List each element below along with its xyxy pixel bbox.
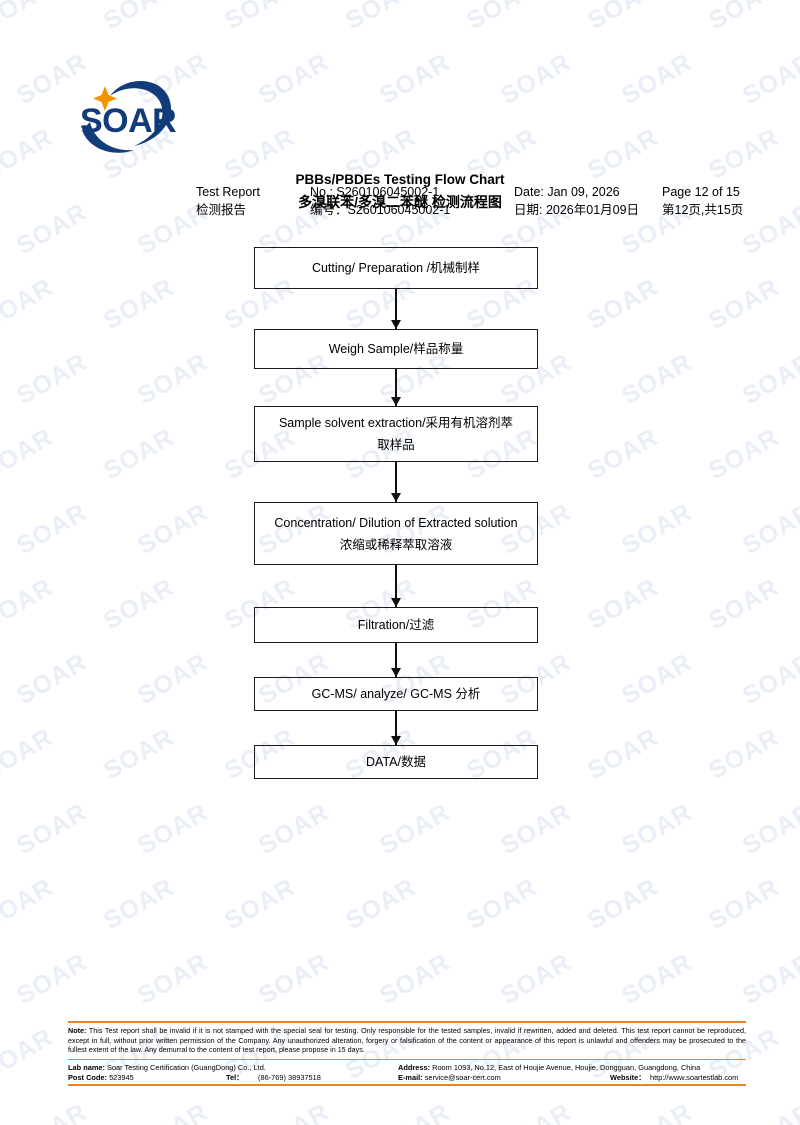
footer-mid-rule [68,1058,746,1060]
test-report-en: Test Report [196,185,260,199]
footer-contact-left: Lab name: Soar Testing Certification (Gu… [68,1063,398,1083]
email-key: E-mail: [398,1072,423,1082]
flow-arrow [254,711,538,745]
page-zh: 第12页,共15页 [662,203,744,217]
flow-arrow-head-icon [391,493,401,502]
post-code-row: Post Code: 523945 Tel： (86-769) 38937518 [68,1073,398,1083]
page-en: Page 12 of 15 [662,185,740,199]
flow-arrow-head-icon [391,320,401,329]
flow-arrow [254,565,538,607]
flow-step-line: Filtration/过滤 [357,618,435,632]
footer-note-label: Note: [68,1026,87,1035]
flow-step-label: Sample solvent extraction/采用有机溶剂萃取样品 [279,412,513,456]
flow-arrow-shaft [395,289,397,329]
flow-step-label: DATA/数据 [366,751,426,773]
lab-name-value: Soar Testing Certification (GuangDong) C… [104,1062,266,1072]
soar-logo: SOAR [72,70,192,162]
page-title-zh: 多溴联苯/多溴二苯醚 检测流程图 [298,194,502,210]
footer-top-rule [68,1021,746,1023]
header-report-number: No.: S260106045002-1 编号：S260106045002-1 [310,183,450,219]
flow-arrow-shaft [395,565,397,607]
flow-step-line: Sample solvent extraction/采用有机溶剂萃 [278,416,514,430]
flow-arrow-shaft [395,369,397,406]
post-code-key: Post Code: [68,1072,108,1082]
email-value[interactable]: service@soar-cert.com [422,1072,501,1082]
address-value: Room 1093, No.12, East of Houjie Avenue,… [430,1062,701,1072]
flow-step-box: Filtration/过滤 [254,607,538,643]
flow-step-line: 浓缩或稀释萃取溶液 [339,537,453,552]
flow-arrow-shaft [395,462,397,502]
flow-arrow [254,369,538,406]
header-page-number: Page 12 of 15 第12页,共15页 [662,183,743,219]
flow-arrow-shaft [395,643,397,677]
tel-value: (86-769) 38937518 [258,1072,321,1082]
flow-step-label: Cutting/ Preparation /机械制样 [312,257,480,279]
lab-name-key: Lab name: [68,1062,105,1072]
flow-step-label: Weigh Sample/样品称量 [329,338,464,360]
flow-arrow-head-icon [391,736,401,745]
lab-name-row: Lab name: Soar Testing Certification (Gu… [68,1063,398,1073]
report-footer: Note: This Test report shall be invalid … [68,1021,746,1086]
flow-arrow-head-icon [391,668,401,677]
logo-icon: SOAR [80,81,177,153]
flow-step-box: Concentration/ Dilution of Extracted sol… [254,502,538,565]
flow-step-box: Sample solvent extraction/采用有机溶剂萃取样品 [254,406,538,462]
flow-arrow [254,643,538,677]
footer-note-text: This Test report shall be invalid if it … [68,1026,746,1055]
website-value[interactable]: http://www.soartestlab.com [650,1072,739,1082]
report-header: SOAR Test Report 检测报告 No.: S260106045002… [0,62,800,217]
flow-arrow [254,289,538,329]
footer-contact-right: Address: Room 1093, No.12, East of Houji… [398,1063,746,1083]
test-report-zh: 检测报告 [196,203,247,217]
logo-wordmark: SOAR [80,102,176,140]
date-en: Date: Jan 09, 2026 [514,185,620,199]
flow-step-label: GC-MS/ analyze/ GC-MS 分析 [312,683,481,705]
address-key: Address: [398,1062,431,1072]
header-test-report: Test Report 检测报告 [196,183,260,219]
flow-step-box: GC-MS/ analyze/ GC-MS 分析 [254,677,538,711]
footer-contact: Lab name: Soar Testing Certification (Gu… [68,1063,746,1083]
flow-step-line: Cutting/ Preparation /机械制样 [311,261,481,275]
flow-step-line: Concentration/ Dilution of Extracted sol… [274,515,518,530]
post-code-value: 523945 [107,1072,134,1082]
flow-step-box: Cutting/ Preparation /机械制样 [254,247,538,289]
flow-step-label: Filtration/过滤 [358,614,434,636]
report-no-en: No.: S260106045002-1 [310,185,440,199]
website-key: Website： [610,1072,646,1082]
email-row: E-mail: service@soar-cert.com Website： h… [398,1073,746,1083]
flow-step-label: Concentration/ Dilution of Extracted sol… [274,512,517,556]
flow-arrow [254,462,538,502]
flow-step-box: DATA/数据 [254,745,538,779]
flow-arrow-head-icon [391,598,401,607]
flow-arrow-head-icon [391,397,401,406]
date-zh: 日期: 2026年01月09日 [514,203,640,217]
page-title-en: PBBs/PBDEs Testing Flow Chart [295,172,505,187]
flow-step-line: GC-MS/ analyze/ GC-MS 分析 [311,687,481,701]
flow-step-line: DATA/数据 [366,755,426,769]
address-row: Address: Room 1093, No.12, East of Houji… [398,1063,746,1073]
flow-step-line: 取样品 [377,438,415,452]
header-date: Date: Jan 09, 2026 日期: 2026年01月09日 [514,183,639,219]
tel-key: Tel： [226,1072,244,1082]
testing-flow-chart: Cutting/ Preparation /机械制样 Weigh Sample/样… [254,247,538,779]
flow-arrow-shaft [395,711,397,745]
flow-step-box: Weigh Sample/样品称量 [254,329,538,369]
report-no-zh: 编号：S260106045002-1 [310,203,451,217]
footer-bottom-rule [68,1083,746,1086]
flow-step-line: Weigh Sample/样品称量 [328,342,464,356]
footer-note: Note: This Test report shall be invalid … [68,1026,746,1055]
